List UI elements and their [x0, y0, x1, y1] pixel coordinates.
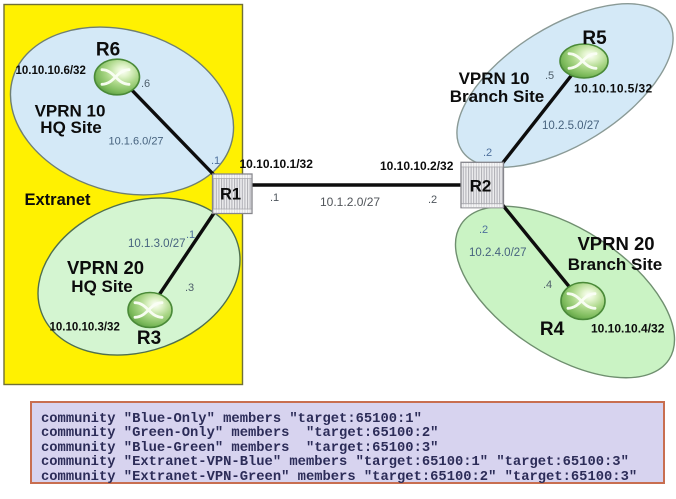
svg-text:10.10.10.6/32: 10.10.10.6/32: [16, 65, 86, 77]
svg-text:.2: .2: [428, 194, 437, 206]
svg-text:HQ Site: HQ Site: [71, 277, 132, 296]
svg-text:10.10.10.4/32: 10.10.10.4/32: [591, 322, 665, 336]
svg-text:VPRN 10: VPRN 10: [35, 102, 106, 121]
svg-text:.2: .2: [479, 224, 488, 236]
svg-text:.1: .1: [270, 192, 279, 204]
svg-text:.6: .6: [141, 78, 150, 90]
svg-text:10.10.10.2/32: 10.10.10.2/32: [380, 159, 454, 173]
svg-text:R1: R1: [220, 186, 241, 204]
svg-text:R5: R5: [582, 28, 607, 49]
svg-text:.4: .4: [543, 279, 552, 291]
svg-text:10.2.4.0/27: 10.2.4.0/27: [469, 247, 527, 259]
svg-text:.2: .2: [483, 147, 492, 159]
svg-text:10.10.10.5/32: 10.10.10.5/32: [574, 82, 653, 96]
svg-text:.1: .1: [211, 155, 220, 167]
svg-text:R3: R3: [137, 328, 161, 349]
svg-text:R4: R4: [540, 319, 565, 340]
svg-text:.3: .3: [185, 282, 194, 294]
svg-text:R2: R2: [470, 177, 492, 196]
svg-text:Extranet: Extranet: [25, 191, 92, 209]
svg-text:.5: .5: [545, 70, 554, 82]
svg-text:10.1.6.0/27: 10.1.6.0/27: [109, 136, 164, 148]
svg-text:Branch Site: Branch Site: [450, 87, 544, 106]
svg-text:VPRN 20: VPRN 20: [577, 233, 654, 254]
svg-text:VPRN 10: VPRN 10: [459, 69, 530, 88]
svg-text:.1: .1: [186, 229, 195, 241]
svg-text:10.1.3.0/27: 10.1.3.0/27: [128, 238, 186, 250]
svg-text:10.10.10.3/32: 10.10.10.3/32: [50, 322, 120, 334]
svg-text:VPRN 20: VPRN 20: [67, 257, 144, 278]
svg-text:10.1.2.0/27: 10.1.2.0/27: [320, 195, 380, 209]
svg-text:Branch Site: Branch Site: [568, 255, 662, 274]
svg-text:HQ Site: HQ Site: [40, 118, 101, 137]
svg-text:10.2.5.0/27: 10.2.5.0/27: [542, 120, 600, 132]
svg-text:10.10.10.1/32: 10.10.10.1/32: [240, 157, 314, 171]
svg-text:R6: R6: [96, 40, 120, 61]
